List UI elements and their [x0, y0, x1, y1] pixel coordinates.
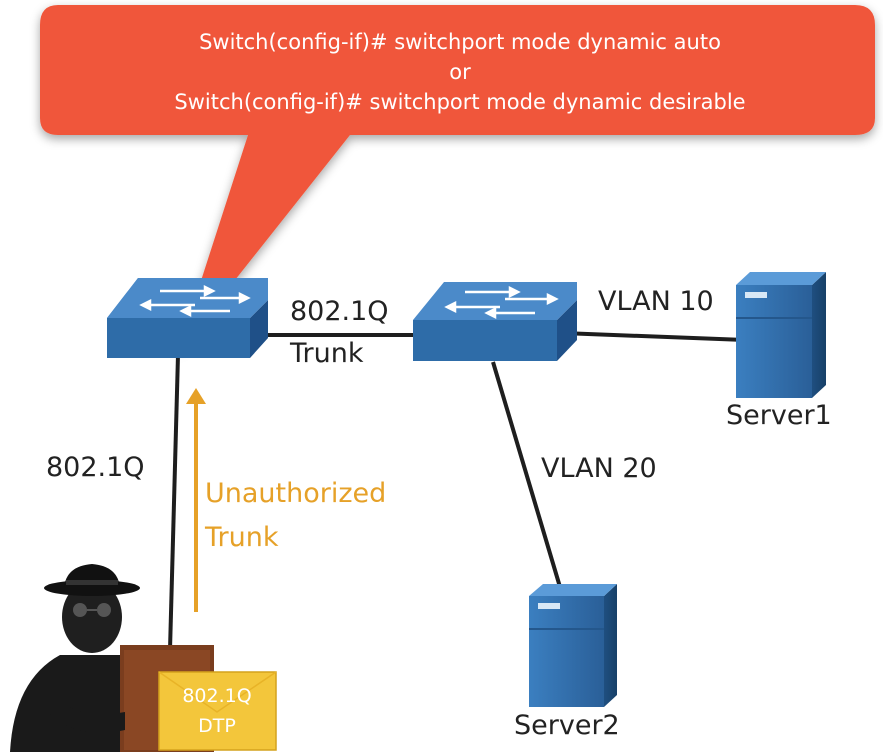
server2-label: Server2: [514, 710, 620, 741]
unauthorized-arrow: [186, 388, 206, 612]
server2-link: [491, 361, 562, 588]
command-callout: [40, 5, 875, 352]
envelope-label-dtp: DTP: [198, 715, 236, 737]
frame-envelope-icon: [158, 671, 277, 751]
callout-or: or: [449, 60, 471, 84]
attacker-link: [168, 354, 180, 651]
unauthorized-label-line2: Trunk: [205, 522, 279, 553]
trunk-label-protocol: 802.1Q: [290, 296, 389, 327]
callout-shape: [40, 5, 875, 352]
callout-text: Switch(config-if)# switchport mode dynam…: [40, 27, 880, 117]
switch-middle-icon: [413, 282, 577, 361]
envelope-label-protocol: 802.1Q: [182, 685, 252, 707]
callout-command-auto: Switch(config-if)# switchport mode dynam…: [199, 30, 721, 54]
server1-link: [561, 331, 746, 342]
callout-command-desirable: Switch(config-if)# switchport mode dynam…: [174, 90, 746, 114]
server1-label: Server1: [726, 400, 832, 431]
vlan10-label: VLAN 10: [598, 286, 714, 317]
switch-left-icon: [107, 278, 268, 358]
attacker-link-label: 802.1Q: [46, 452, 145, 483]
vlan20-label: VLAN 20: [541, 453, 657, 484]
server2-icon: [529, 584, 617, 707]
trunk-label-type: Trunk: [290, 338, 364, 369]
links: [168, 331, 746, 651]
unauthorized-label-line1: Unauthorized: [205, 478, 387, 509]
server1-icon: [736, 272, 826, 398]
